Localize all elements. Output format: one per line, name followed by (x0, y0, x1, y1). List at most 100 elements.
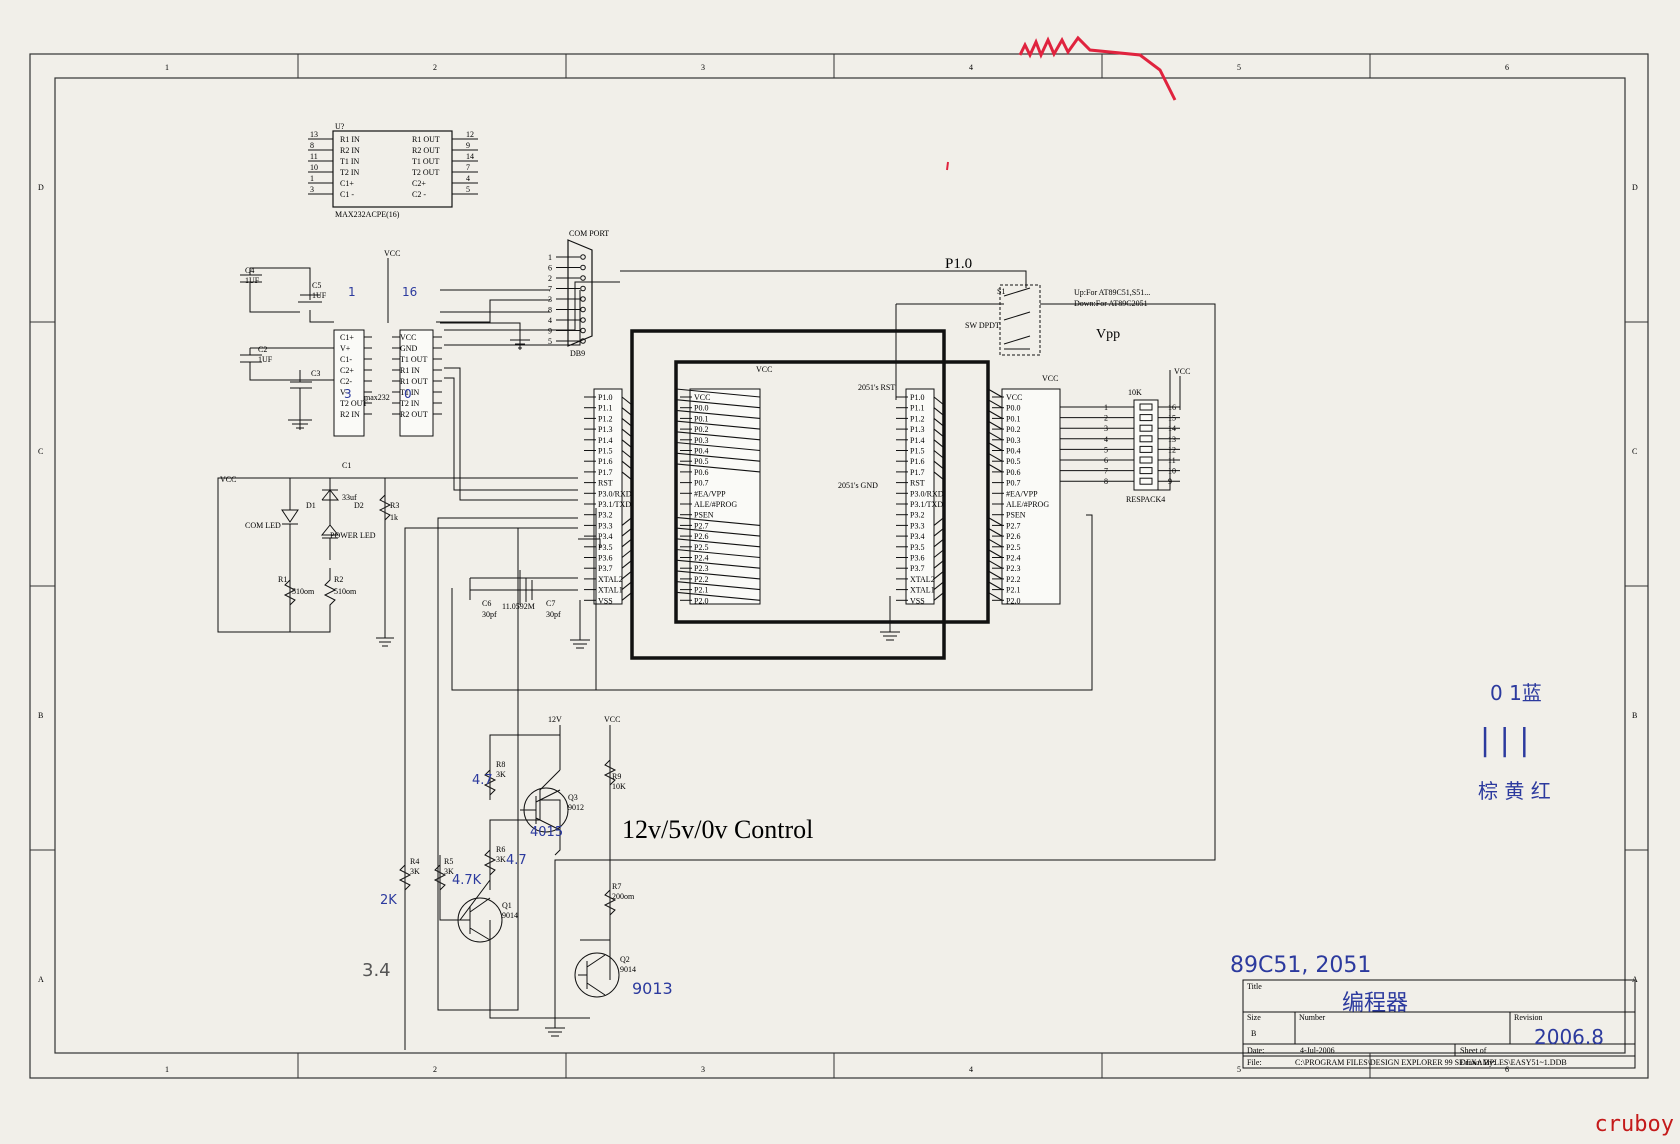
title-block (1242, 979, 1636, 1069)
svg-text:30pf: 30pf (546, 610, 561, 619)
mcu-pin: #EA/VPP (1006, 489, 1038, 498)
mcu-pin: P0.6 (1006, 468, 1020, 477)
pin-number: 12 (466, 130, 474, 139)
svg-text:9012: 9012 (568, 803, 584, 812)
svg-text:C7: C7 (546, 599, 555, 608)
svg-text:10K: 10K (1128, 388, 1142, 397)
mcu-pin: ALE/#PROG (1006, 500, 1049, 509)
svg-text:Revision: Revision (1514, 1013, 1542, 1022)
svg-text:VCC: VCC (756, 365, 772, 374)
mcu-pin: P3.2 (598, 511, 612, 520)
s1-switch (999, 284, 1041, 356)
pin-label: C1- (340, 355, 352, 364)
hand-title: 89C51, 2051 (1230, 953, 1371, 978)
pin-label: T1 IN (400, 388, 420, 397)
mcu-pin: P0.3 (1006, 436, 1020, 445)
pin-label: T1 OUT (412, 157, 439, 166)
zone-col-bottom: 5 (1237, 1065, 1241, 1074)
pin-number: 5 (548, 337, 552, 346)
svg-text:Size: Size (1247, 1013, 1261, 1022)
mcu-pin: VCC (694, 393, 710, 402)
pin-number: 14 (1168, 424, 1176, 433)
mcu-pin: P1.2 (910, 414, 924, 423)
mcu-pin: P1.5 (910, 447, 924, 456)
mcu-pin: P2.2 (1006, 575, 1020, 584)
mcu-pin: P1.7 (598, 468, 612, 477)
svg-text:510om: 510om (292, 587, 315, 596)
pin-number: 5 (466, 185, 470, 194)
pin-number: 2 (548, 274, 552, 283)
pin-label: R2 IN (340, 146, 360, 155)
hand-rev: 2006.8 (1534, 1025, 1604, 1049)
pin-label: C1+ (340, 333, 354, 342)
mcu-pin: P0.0 (1006, 404, 1020, 413)
red-scribble (1018, 35, 1177, 101)
svg-text:4.7: 4.7 (506, 853, 527, 868)
svg-text:POWER LED: POWER LED (330, 531, 376, 540)
zone-col-bottom: 3 (701, 1065, 705, 1074)
mcu-pin: P2.1 (694, 586, 708, 595)
svg-text:R9: R9 (612, 772, 621, 781)
svg-text:1UF: 1UF (258, 355, 273, 364)
mcu-pin: P1.3 (910, 425, 924, 434)
mcu-pin: P1.4 (910, 436, 924, 445)
mcu-pin: P2.3 (1006, 564, 1020, 573)
mcu-pin: P3.4 (910, 532, 924, 541)
zone-row-right: D (1632, 183, 1638, 192)
max232-name: max232 (364, 393, 390, 402)
svg-text:1k: 1k (390, 513, 398, 522)
svg-text:Q1: Q1 (502, 901, 512, 910)
svg-text:R2: R2 (334, 575, 343, 584)
svg-text:File:: File: (1247, 1058, 1262, 1067)
pin-number: 12 (1168, 445, 1176, 454)
svg-text:Drawn By:: Drawn By: (1460, 1058, 1495, 1067)
svg-text:C2: C2 (258, 345, 267, 354)
zone-col-bottom: 4 (969, 1065, 973, 1074)
mcu-pin: P3.4 (598, 532, 612, 541)
svg-text:R4: R4 (410, 857, 419, 866)
mcu-pin: P1.3 (598, 425, 612, 434)
mcu-pin: P2.7 (694, 521, 708, 530)
pin-label: V- (340, 388, 348, 397)
svg-text:D1: D1 (306, 501, 316, 510)
mcu-pin: P2.7 (1006, 521, 1020, 530)
mcu-pin: P2.1 (1006, 586, 1020, 595)
down-note: Down:For AT89C2051 (1074, 299, 1148, 308)
svg-text:R5: R5 (444, 857, 453, 866)
pin-number: 13 (1168, 435, 1176, 444)
mcu-pin: P0.1 (1006, 414, 1020, 423)
respack4: 11621531441351261171089 10K RESPACK4 VCC (1060, 367, 1190, 504)
inner-border (54, 77, 1626, 1054)
thick-bus (630, 329, 990, 660)
pin-number: 9 (548, 327, 552, 336)
wiring (217, 270, 1216, 1050)
svg-text:3K: 3K (410, 867, 420, 876)
socket-89c51: VCCP0.0P0.1P0.2P0.3P0.4P0.5P0.6P0.7#EA/V… (680, 365, 772, 605)
mcu-pin: P2.4 (1006, 554, 1020, 563)
mcu-pin: P3.7 (598, 564, 612, 573)
mcu-pin: P0.7 (694, 479, 708, 488)
svg-text:C1: C1 (342, 461, 351, 470)
zone-col-top: 2 (433, 63, 437, 72)
mcu-pin: XTAL1 (910, 586, 935, 595)
mcu-pin: P2.4 (694, 554, 708, 563)
mcu-pin: P3.3 (598, 521, 612, 530)
svg-text:VCC: VCC (1174, 367, 1190, 376)
pin-label: T2 OUT (412, 168, 439, 177)
svg-text:10K: 10K (612, 782, 626, 791)
watermark: cruboy (1594, 1112, 1674, 1137)
zone-col-bottom: 6 (1505, 1065, 1509, 1074)
mcu-pin: P2.5 (1006, 543, 1020, 552)
pin-label: GND (400, 344, 418, 353)
hand-subtitle: 编程器 (1342, 991, 1408, 1016)
pin-label: C2+ (340, 366, 354, 375)
svg-text:D2: D2 (354, 501, 364, 510)
zone-col-bottom: 1 (165, 1065, 169, 1074)
svg-text:3K: 3K (496, 855, 506, 864)
svg-text:0: 0 (404, 387, 412, 401)
mcu-pin: P0.0 (694, 404, 708, 413)
zone-row-right: C (1632, 447, 1637, 456)
svg-text:RESPACK4: RESPACK4 (1126, 495, 1165, 504)
pin-label: VCC (400, 333, 416, 342)
